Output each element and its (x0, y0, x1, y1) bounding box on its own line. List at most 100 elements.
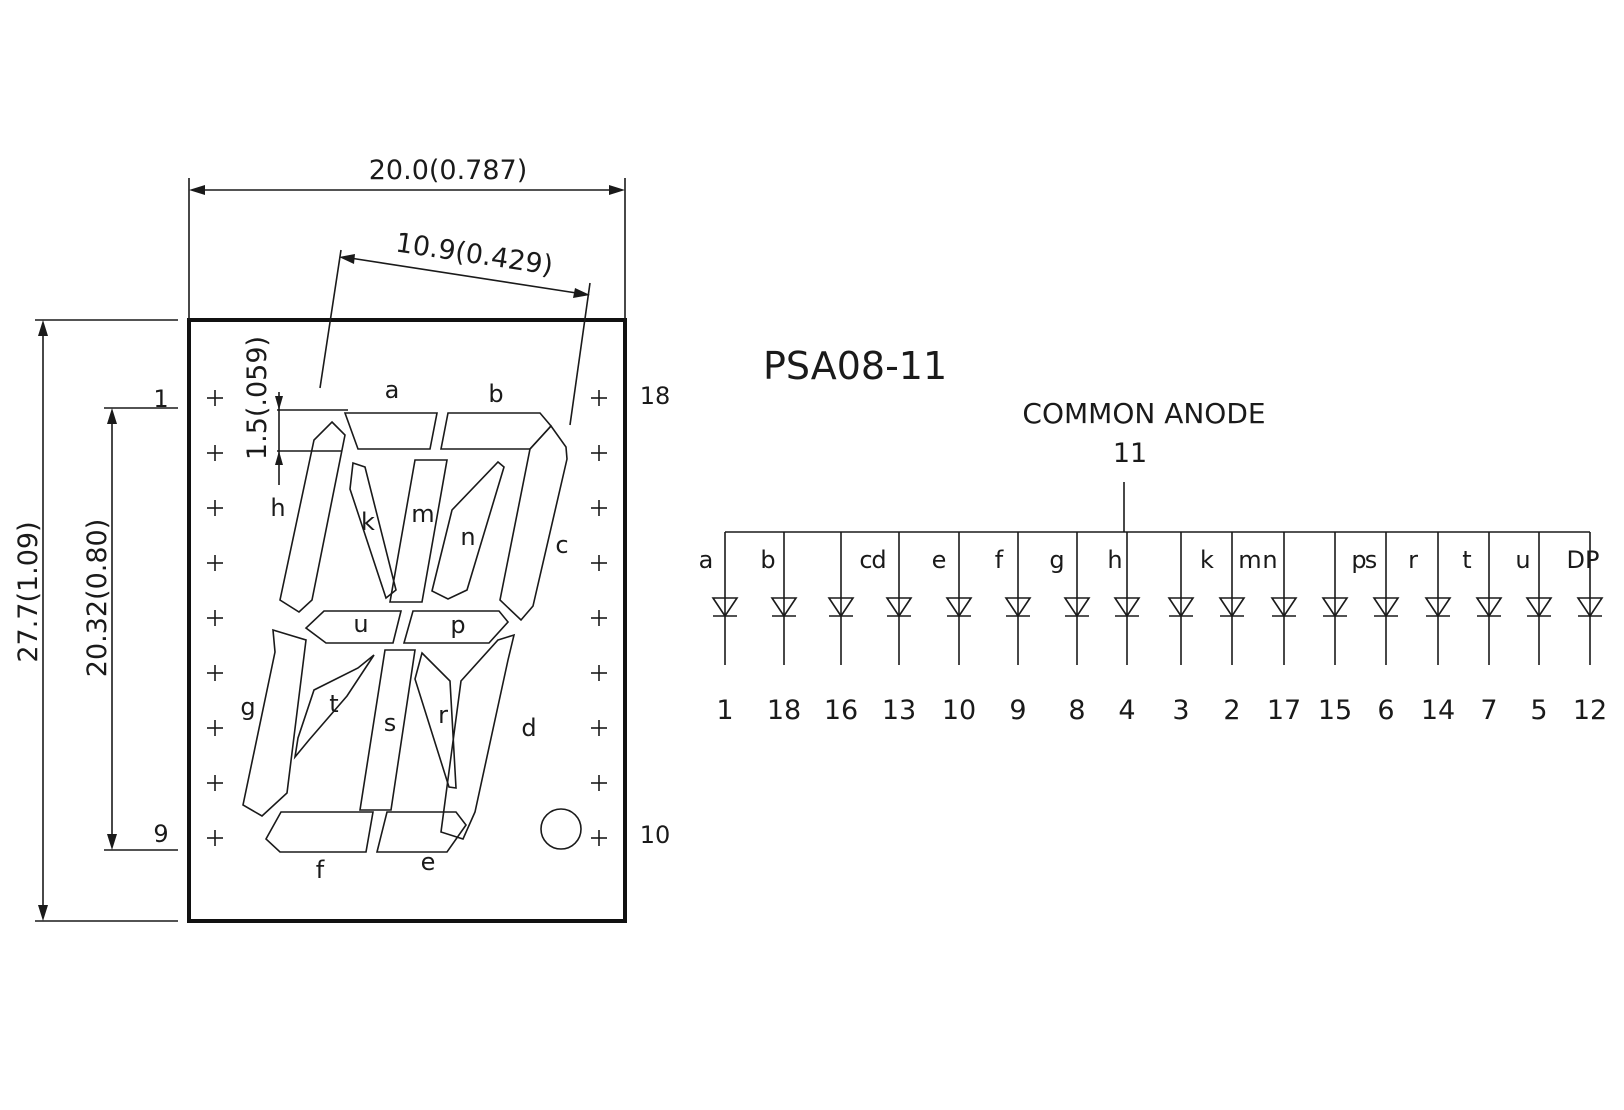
segment-u-label: u (353, 610, 368, 638)
diode-symbol (1372, 597, 1400, 618)
led-channel-g: g8 (1049, 532, 1091, 726)
channel-segment-label: r (1408, 546, 1418, 574)
channel-pin-number: 5 (1530, 695, 1547, 726)
segment-b-label: b (488, 380, 503, 408)
segment-r-label: r (438, 701, 448, 729)
pin-marker (207, 500, 223, 516)
led-channel-c: c16 (824, 532, 873, 726)
channel-segment-label: d (871, 546, 886, 574)
channel-pin-number: 13 (882, 695, 916, 726)
pin-marker (591, 500, 607, 516)
diode-symbol (1525, 597, 1553, 618)
pin-marker (591, 610, 607, 626)
segment-c (499, 424, 568, 622)
segment-thickness-arrow-bottom (275, 451, 283, 465)
channel-segment-label: s (1365, 546, 1378, 574)
pin-span-dimension-label: 20.32(0.80) (82, 519, 113, 677)
channel-pin-number: 18 (767, 695, 801, 726)
diode-symbol (770, 597, 798, 618)
segment-c-label: c (555, 531, 568, 559)
channel-pin-number: 1 (716, 695, 733, 726)
pin-marker (591, 775, 607, 791)
segment-t (293, 654, 375, 760)
diode-symbol (827, 597, 855, 618)
segment-g-label: g (240, 693, 255, 721)
channel-segment-label: n (1262, 546, 1277, 574)
segment-d-label: d (521, 714, 536, 742)
diode-symbol (1218, 597, 1246, 618)
height-arrow-top (38, 320, 48, 336)
width-arrow-left (189, 185, 205, 195)
led-channel-h: h4 (1107, 532, 1141, 726)
pin-10-label: 10 (640, 821, 671, 849)
pin-marker (207, 555, 223, 571)
digit-width-arrow-left (339, 254, 355, 264)
pin-9-label: 9 (153, 820, 168, 848)
common-anode-schematic: PSA08-11 COMMON ANODE 11 a1b18c16d13e10f… (699, 344, 1608, 726)
digit-width-extension-right (569, 282, 591, 426)
led-channel-u: u5 (1515, 532, 1553, 726)
segment-f (264, 811, 374, 853)
segment-k-label: k (361, 508, 375, 536)
height-dimension-label: 27.7(1.09) (13, 521, 44, 662)
width-arrow-right (609, 185, 625, 195)
decimal-point (540, 808, 582, 850)
digit-width-arrow-right (573, 288, 590, 298)
led-channel-d: d 13 (871, 532, 916, 726)
segment-thickness-arrow-top (275, 396, 283, 410)
diode-symbol (711, 597, 739, 618)
pin-1-label: 1 (153, 385, 168, 413)
led-channel-r: r14 (1408, 532, 1455, 726)
channel-segment-label: f (995, 546, 1004, 574)
digit-width-dimension-line (349, 257, 584, 295)
channel-pin-number: 17 (1267, 695, 1301, 726)
led-channel-p: p15 (1318, 532, 1367, 726)
pin-marker (207, 445, 223, 461)
led-channel-a: a1 (699, 532, 739, 726)
diode-symbol (1004, 597, 1032, 618)
channel-segment-label: p (1351, 546, 1366, 574)
segment-h-label: h (270, 494, 285, 522)
segment-a (343, 412, 438, 450)
led-channel-b: b 18 (760, 532, 801, 726)
segment-p-label: p (450, 611, 465, 639)
package-outline (187, 318, 627, 923)
pin-18-label: 18 (640, 382, 671, 410)
segment-g (242, 628, 307, 817)
segment-h (279, 420, 346, 614)
pin-marker (207, 775, 223, 791)
pin-span-arrow-bottom (107, 834, 117, 850)
channel-segment-label: t (1462, 546, 1471, 574)
segment-n (431, 460, 505, 600)
segment-thickness-label: 1.5(.059) (242, 336, 273, 460)
channel-segment-label: h (1107, 546, 1122, 574)
channel-segment-label: b (760, 546, 775, 574)
diode-symbol (1475, 597, 1503, 618)
pin-marker (591, 390, 607, 406)
channel-segment-label: a (699, 546, 714, 574)
pin-marker (591, 665, 607, 681)
led-channel-n: n 17 (1262, 532, 1301, 726)
diode-symbol (1167, 597, 1195, 618)
segment-e-label: e (421, 848, 436, 876)
segment-d (440, 633, 516, 840)
pin-marker (207, 665, 223, 681)
segment-s-label: s (384, 709, 397, 737)
segment-m (389, 459, 448, 603)
segment-n-label: n (460, 523, 475, 551)
diode-symbol (1270, 597, 1298, 618)
pin-marker (591, 720, 607, 736)
led-channel-f: f9 (995, 532, 1032, 726)
diode-symbol (1113, 597, 1141, 618)
channel-pin-number: 3 (1172, 695, 1189, 726)
display-outline-view: 20.0(0.787) 10.9(0.429) 27.7(1.09) 20.32… (13, 155, 671, 923)
led-channel-e: e10 (932, 532, 976, 726)
led-channel-t: t7 (1462, 532, 1503, 726)
diode-symbol (885, 597, 913, 618)
height-arrow-bottom (38, 905, 48, 921)
channel-pin-number: 12 (1573, 695, 1607, 726)
channel-segment-label: e (932, 546, 947, 574)
led-channel-k: k3 (1167, 532, 1214, 726)
